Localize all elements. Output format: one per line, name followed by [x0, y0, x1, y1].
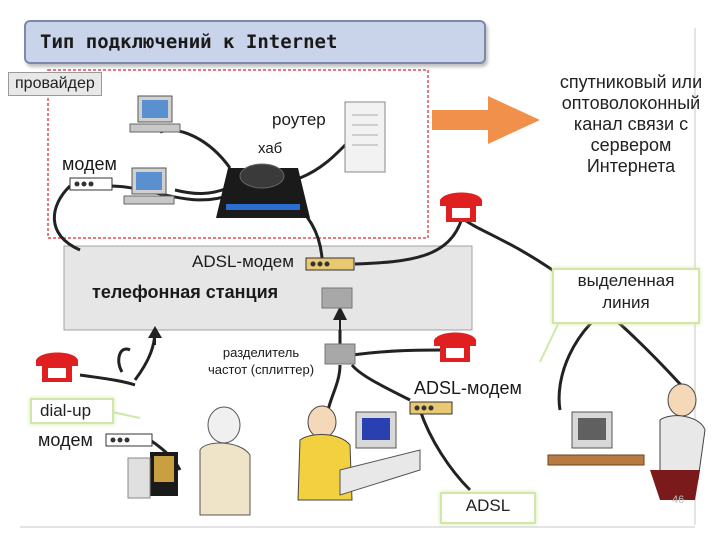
router-hub-icon [216, 163, 310, 218]
splitter-line-2: частот (сплиттер) [207, 362, 315, 377]
cable-adsl-phone [354, 217, 464, 266]
telephone-icon-provider [440, 192, 482, 222]
arrow-up-icon-2 [333, 306, 347, 320]
internet-arrow-icon [432, 96, 540, 144]
adsl-modem-bottom-label: ADSL-модем [414, 378, 522, 398]
dialup-callout: dial-up [30, 398, 114, 424]
page-title: Тип подключений к Internet [40, 31, 338, 53]
cable-leased-line [461, 216, 692, 397]
dialup-line-1: dial-up [40, 401, 92, 420]
leased-callout-pointer [539, 319, 561, 363]
computer-icon-1 [129, 95, 181, 133]
satellite-line-5: Интернета [586, 156, 676, 176]
router-label: роутер [272, 110, 326, 129]
splitter-box [324, 343, 356, 365]
cable-phone-dialup [79, 373, 136, 387]
adsl-callout: ADSL [440, 492, 536, 524]
leased-line-user-workstation [547, 383, 706, 500]
phone-station-label: телефонная станция [92, 282, 279, 302]
satellite-line-3: канал связи с [573, 114, 689, 134]
leased-line-1: выделенная [577, 271, 675, 290]
hub-label: хаб [258, 140, 283, 157]
provider-area [47, 69, 429, 239]
cable-station-left [117, 347, 131, 373]
dialup-modem-label: модем [38, 430, 93, 450]
leased-line-2: линия [602, 293, 650, 312]
telephone-icon-left [36, 352, 78, 382]
arrow-up-icon [148, 326, 162, 338]
modem-label: модем [62, 154, 117, 174]
modem-icon-provider [69, 177, 113, 191]
server-icon [344, 101, 386, 173]
cable-adsl-splitter [350, 364, 411, 402]
cable-pc2-hub [174, 186, 229, 195]
dialup-callout-pointer [111, 411, 141, 419]
adsl-user-workstation [297, 405, 421, 501]
splitter-line-1: разделитель [222, 345, 300, 360]
title-bar: Тип подключений к Internet [24, 20, 486, 64]
dialup-user-workstation [127, 406, 251, 516]
cable-modem-down [52, 184, 81, 252]
station-port-box [321, 287, 353, 309]
computer-icon-2 [123, 167, 175, 205]
telephone-icon-right [434, 332, 476, 362]
adsl-modem-icon-top [305, 257, 355, 271]
page-number: 46 [672, 494, 685, 506]
satellite-line-4: сервером [590, 135, 672, 155]
cable-splitter-phone [351, 348, 446, 357]
cable-pc1-hub [159, 128, 232, 169]
provider-label: провайдер [8, 72, 102, 96]
adsl-modem-icon-bottom [409, 401, 453, 415]
splitter-label: разделитель частот (сплиттер) [196, 344, 326, 378]
satellite-line-1: спутниковый или [559, 72, 703, 92]
satellite-channel-text: спутниковый или оптоволоконный канал свя… [546, 72, 716, 177]
satellite-line-2: оптоволоконный [561, 93, 701, 113]
dialup-modem-icon [105, 433, 153, 447]
adsl-modem-top-label: ADSL-модем [192, 252, 294, 271]
leased-line-callout: выделенная линия [552, 268, 700, 324]
cable-adsl-bottom [418, 409, 472, 492]
